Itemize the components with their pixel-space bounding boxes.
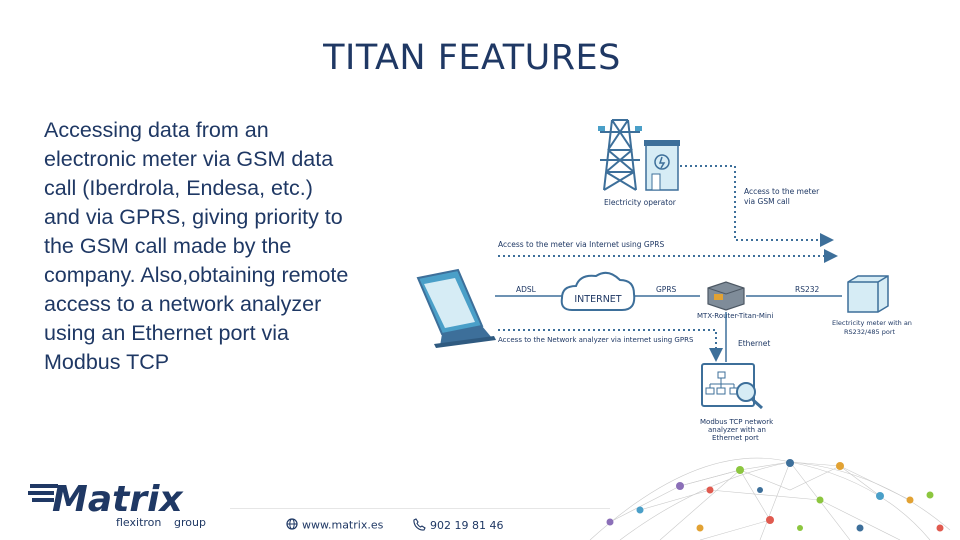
- router-label: MTX-Router-Titan-Mini: [697, 312, 773, 320]
- network-access-label: Access to the Network analyzer via inter…: [498, 336, 694, 344]
- gsm-call-label-2: via GSM call: [744, 197, 790, 206]
- electricity-tower-icon: [598, 120, 642, 190]
- phone-icon: [413, 518, 426, 534]
- laptop-icon: [418, 270, 496, 348]
- network-globe-decoration: [590, 458, 950, 540]
- phone-item[interactable]: 902 19 81 46: [413, 518, 503, 534]
- group-text: group: [174, 516, 206, 529]
- phone-text[interactable]: 902 19 81 46: [430, 519, 503, 532]
- gprs-label: GPRS: [656, 285, 677, 294]
- globe-icon: [286, 518, 298, 533]
- meter-label-2: RS232/485 port: [844, 328, 895, 336]
- internet-label: INTERNET: [574, 294, 621, 305]
- website-text[interactable]: www.matrix.es: [302, 519, 383, 532]
- modbus-label-2: analyzer with an: [708, 426, 766, 434]
- meter-label-1: Electricity meter with an: [832, 319, 912, 327]
- network-analyzer-icon: [702, 364, 762, 408]
- router-icon: [708, 282, 744, 310]
- network-access-path: [498, 330, 716, 360]
- internet-access-label: Access to the meter via Internet using G…: [498, 240, 664, 249]
- rs232-label: RS232: [795, 285, 820, 294]
- adsl-label: ADSL: [516, 285, 537, 294]
- electricity-meter-icon: [848, 276, 888, 312]
- matrix-logo: Matrix flexitron group: [28, 478, 228, 534]
- footer-divider: [230, 508, 610, 509]
- matrix-logo-text: Matrix: [52, 479, 184, 520]
- ethernet-label: Ethernet: [738, 339, 770, 348]
- modbus-label-3: Ethernet port: [712, 434, 759, 442]
- website-item[interactable]: www.matrix.es: [286, 518, 383, 533]
- flexitron-text: flexitron: [116, 516, 161, 529]
- gsm-call-label-1: Access to the meter: [744, 187, 820, 196]
- power-building-icon: [644, 140, 680, 190]
- electricity-operator-label: Electricity operator: [604, 198, 677, 207]
- modbus-label-1: Modbus TCP network: [700, 418, 774, 426]
- network-globe-nodes: [607, 459, 944, 532]
